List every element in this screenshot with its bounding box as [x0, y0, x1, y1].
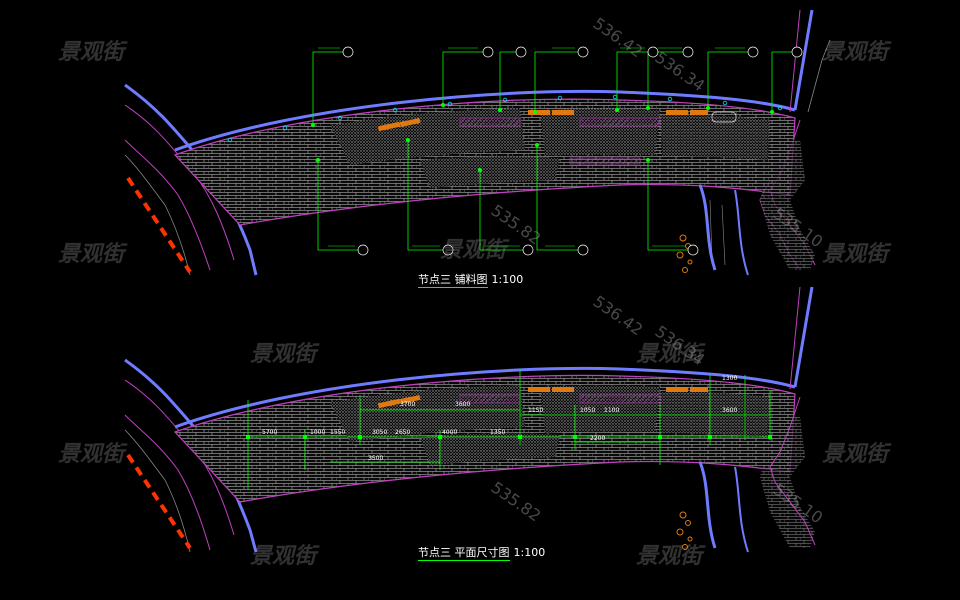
dimension-value: 2650 [395, 429, 410, 436]
dimension-value: 3050 [372, 429, 387, 436]
leader-lines-top [312, 51, 800, 251]
drawing-scale: 1:100 [513, 546, 546, 559]
top-plan [124, 9, 831, 276]
dimension-value: 3600 [722, 407, 737, 414]
dimension-value: 1300 [722, 375, 737, 382]
dimension-value: 2200 [590, 435, 605, 442]
dimension-value: 4000 [442, 429, 457, 436]
dimension-value: 3600 [455, 401, 470, 408]
dimension-value: 1000 [310, 429, 325, 436]
dimension-value: 1550 [330, 429, 345, 436]
dimension-lines [247, 370, 771, 490]
dimension-value: 1150 [528, 407, 543, 414]
dimension-value: 5700 [262, 429, 277, 436]
dimension-value: 1100 [604, 407, 619, 414]
bottom-plan [124, 286, 816, 553]
dimension-value: 3500 [368, 455, 383, 462]
dimension-value: 3700 [400, 401, 415, 408]
dimension-value: 1050 [580, 407, 595, 414]
dimension-value: 1350 [490, 429, 505, 436]
road-centerline-dashed [126, 176, 192, 274]
drawing-title-text: 节点三 平面尺寸图 [418, 546, 510, 561]
drawing-scale: 1:100 [491, 273, 524, 286]
bench-group [377, 110, 708, 132]
drawing-title-text: 节点三 铺料图 [418, 273, 488, 288]
